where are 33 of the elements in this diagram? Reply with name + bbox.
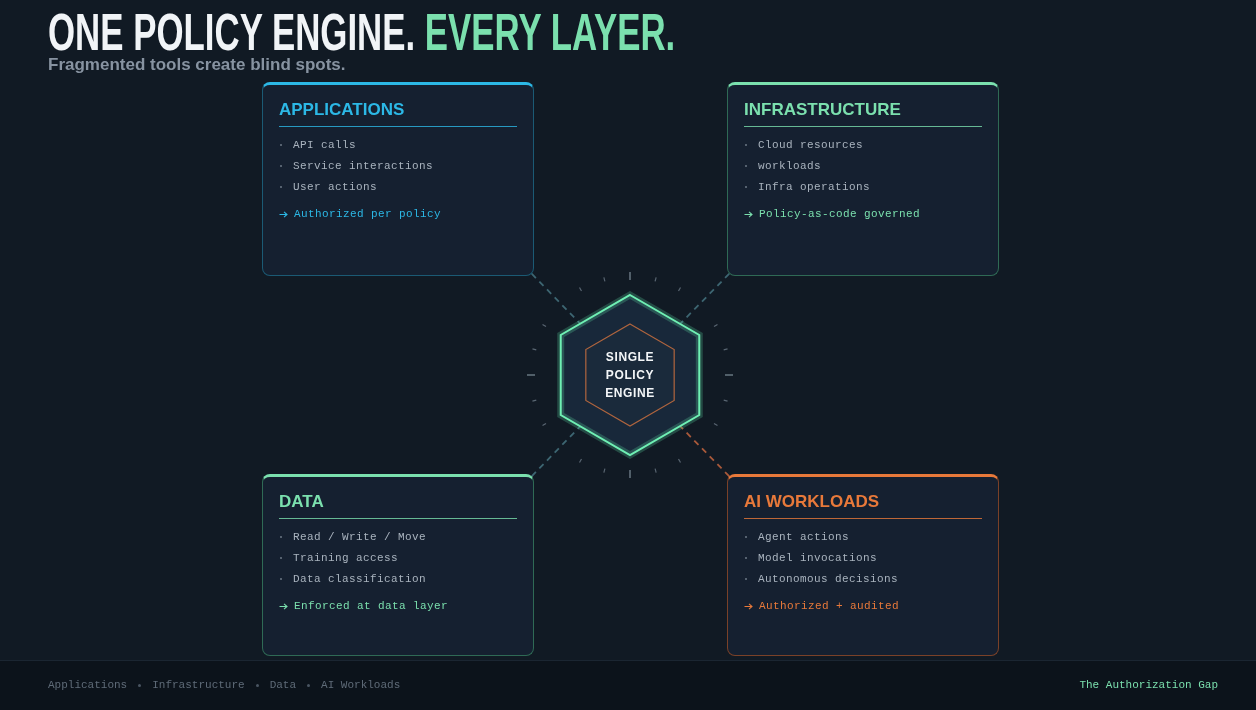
bullet-item: Cloud resources: [758, 138, 864, 152]
bullet-item: Training access: [293, 551, 399, 565]
layer-card: [262, 474, 534, 656]
layer-card: [727, 474, 999, 656]
layer-card: [262, 82, 534, 276]
card-heading: DATA: [279, 493, 324, 511]
bullet-item: Service interactions: [293, 159, 434, 173]
card-heading: APPLICATIONS: [279, 101, 405, 119]
bullet-item: Agent actions: [758, 530, 849, 544]
bullet-item: Data classification: [293, 572, 427, 586]
layer-card: [727, 82, 999, 276]
card-heading: AI WORKLOADS: [744, 493, 880, 511]
outcome-text: Enforced at data layer: [294, 599, 449, 613]
bullet-item: Read / Write / Move: [293, 530, 427, 544]
footer-nav-text: AI Workloads: [321, 678, 401, 692]
bullet-item: Model invocations: [758, 551, 878, 565]
card-heading: INFRASTRUCTURE: [744, 101, 901, 119]
outcome-text: Authorized + audited: [759, 599, 900, 613]
subtitle: Fragmented tools create blind spots.: [48, 55, 346, 75]
bullet-item: API calls: [293, 138, 356, 152]
bullet-item: Infra operations: [758, 180, 871, 194]
bullet-item: Autonomous decisions: [758, 572, 899, 586]
footer-nav-text: Applications: [48, 678, 128, 692]
engine-hexagon: [556, 291, 704, 459]
outcome-text: Authorized per policy: [294, 207, 442, 221]
footer-nav-text: Infrastructure: [152, 678, 245, 692]
engine-label: SINGLE POLICY ENGINE: [604, 349, 656, 402]
bullet-item: User actions: [293, 180, 377, 194]
footer-tagline: The Authorization Gap: [1079, 678, 1218, 692]
outcome-text: Policy-as-code governed: [759, 207, 921, 221]
bullet-item: workloads: [758, 159, 821, 173]
footer-nav-text: Data: [269, 678, 297, 692]
page-title: ONE POLICY ENGINE. EVERY LAYER.: [48, 6, 676, 58]
